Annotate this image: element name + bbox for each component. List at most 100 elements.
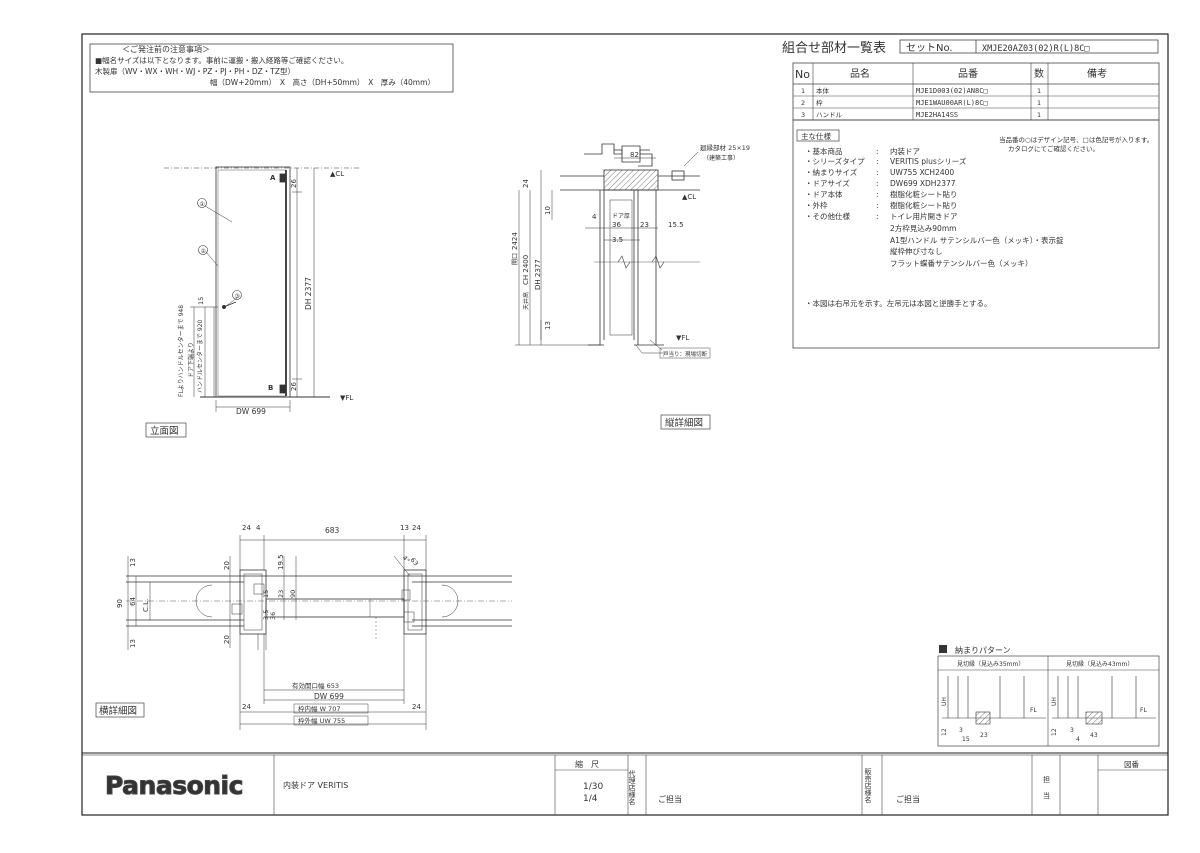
svg-text:FLよりハンドルセンターまで 948: FLよりハンドルセンターまで 948 bbox=[177, 305, 185, 397]
svg-text:24: 24 bbox=[242, 524, 251, 532]
mark-a: A bbox=[270, 174, 276, 182]
svg-text:・基本商品: ・基本商品 bbox=[805, 146, 843, 156]
notes-title: ＜ご発注前の注意事項＞ bbox=[122, 44, 210, 54]
order-notes: ＜ご発注前の注意事項＞ ■幅名サイズは以下となります。事前に運搬・搬入経路等ご確… bbox=[89, 43, 454, 93]
svg-text:23: 23 bbox=[980, 732, 988, 739]
svg-text:3.5: 3.5 bbox=[612, 236, 623, 244]
svg-text:26: 26 bbox=[290, 179, 298, 188]
svg-text:③: ③ bbox=[235, 293, 240, 300]
svg-text:2方枠見込み90mm: 2方枠見込み90mm bbox=[890, 223, 956, 233]
svg-text:DH 2377: DH 2377 bbox=[534, 259, 542, 290]
svg-text::: : bbox=[876, 168, 879, 177]
svg-text:13: 13 bbox=[544, 321, 552, 330]
panasonic-logo: Panasonic bbox=[105, 771, 243, 800]
svg-text:有効開口幅 653: 有効開口幅 653 bbox=[292, 681, 339, 690]
elev-fl: ▼FL bbox=[340, 394, 353, 402]
svg-text:MJE2HA14SS: MJE2HA14SS bbox=[916, 111, 958, 119]
svg-text:VERITIS plusシリーズ: VERITIS plusシリーズ bbox=[890, 156, 967, 166]
svg-text:24: 24 bbox=[412, 524, 421, 532]
col-qty: 数 bbox=[1034, 67, 1044, 80]
sheet-border bbox=[81, 33, 1169, 816]
svg-text:24: 24 bbox=[412, 703, 421, 711]
spec-footnote: ・本図は右吊元を示す。左吊元は本図と逆勝手とする。 bbox=[805, 298, 992, 308]
svg-text:15.5: 15.5 bbox=[668, 221, 684, 229]
spec-header: 主な仕様 bbox=[801, 131, 831, 141]
svg-text:DW699 XDH2377: DW699 XDH2377 bbox=[890, 179, 956, 188]
svg-text::: : bbox=[876, 212, 879, 221]
svg-text:天井高: 天井高 bbox=[522, 292, 530, 310]
svg-text:1: 1 bbox=[801, 87, 805, 95]
svg-text:4: 4 bbox=[256, 524, 261, 532]
vertical-section bbox=[515, 143, 700, 354]
svg-text:20: 20 bbox=[223, 561, 231, 570]
elev-cl: ▲CL bbox=[330, 170, 344, 178]
svg-text::: : bbox=[876, 157, 879, 166]
vertical-labels: 廻縁部材 25×19 （建築工事） 82 24 10 4 ドア厚 36 23 1… bbox=[511, 143, 750, 430]
svg-text:・ドアサイズ: ・ドアサイズ bbox=[805, 178, 850, 188]
set-number: XMJE20AZ03(02)R(L)8C□ bbox=[982, 44, 1089, 54]
svg-text:ドア下端より: ドア下端より bbox=[187, 342, 195, 378]
table-row: 2 枠 MJE1WAU00AR(L)8C□ 1 bbox=[801, 98, 1041, 107]
svg-text:12: 12 bbox=[1051, 728, 1058, 736]
svg-text:24: 24 bbox=[522, 179, 530, 188]
set-label: セットNo. bbox=[906, 42, 953, 54]
svg-text:2424: 2424 bbox=[511, 232, 519, 250]
svg-text:10: 10 bbox=[544, 206, 552, 215]
col-note: 備考 bbox=[1087, 67, 1107, 80]
svg-text:3.5: 3.5 bbox=[262, 610, 270, 620]
charge-label-2: 当 bbox=[1043, 791, 1050, 800]
scale-1: 1/30 bbox=[583, 782, 603, 792]
svg-text:683: 683 bbox=[325, 526, 340, 535]
svg-text:1: 1 bbox=[1037, 111, 1041, 119]
svg-text:A1型ハンドル サテンシルバー色（メッキ）・表示錠: A1型ハンドル サテンシルバー色（メッキ）・表示錠 bbox=[890, 235, 1064, 245]
mark-b: B bbox=[268, 384, 273, 392]
scale-2: 1/4 bbox=[583, 794, 598, 804]
svg-text:4°: 4° bbox=[401, 554, 412, 565]
svg-text:12: 12 bbox=[941, 728, 948, 736]
elevation-labels: A B ① ② ③ DW 699 ▲CL ▼FL DH 2377 26 26 F… bbox=[145, 170, 353, 438]
svg-text:43: 43 bbox=[1090, 732, 1098, 739]
svg-text:C.L.: C.L. bbox=[142, 599, 150, 612]
pattern-title: 納まりパターン bbox=[955, 645, 1011, 655]
elevation-drawing bbox=[164, 166, 360, 412]
svg-text:トイレ用片開きドア: トイレ用片開きドア bbox=[890, 211, 958, 221]
svg-text:本体: 本体 bbox=[816, 86, 830, 95]
horizontal-section bbox=[126, 535, 512, 730]
elev-dh: DH 2377 bbox=[304, 277, 313, 310]
svg-text:1: 1 bbox=[1037, 99, 1041, 107]
svg-text:・シリーズタイプ: ・シリーズタイプ bbox=[805, 156, 865, 166]
col-name: 品名 bbox=[850, 67, 870, 80]
drawing-number-label: 図番 bbox=[1124, 759, 1140, 769]
svg-text:・納まりサイズ: ・納まりサイズ bbox=[805, 167, 858, 177]
svg-text:15: 15 bbox=[262, 590, 270, 598]
svg-text:UH: UH bbox=[941, 697, 948, 706]
parts-title: 組合せ部材一覧表 bbox=[782, 40, 886, 56]
svg-text:・外枠: ・外枠 bbox=[805, 200, 828, 210]
spec-panel: 主な仕様 当品番の○はデザイン記号、□は色記号が入ります。 カタログにてご確認く… bbox=[792, 119, 1160, 349]
scale-label: 縮 尺 bbox=[575, 759, 599, 769]
product-name: 内装ドア VERITIS bbox=[283, 780, 348, 790]
svg-text:枠外幅 UW 755: 枠外幅 UW 755 bbox=[298, 716, 345, 725]
svg-text:4: 4 bbox=[592, 213, 597, 221]
svg-text:・その他仕様: ・その他仕様 bbox=[805, 211, 850, 221]
svg-text:2: 2 bbox=[801, 99, 805, 107]
dealer-value: ご担当 bbox=[896, 794, 920, 804]
svg-text:ハンドル: ハンドル bbox=[816, 111, 843, 119]
svg-text:内装ドア: 内装ドア bbox=[890, 146, 920, 156]
spec-remark-1: 当品番の○はデザイン記号、□は色記号が入ります。 bbox=[999, 135, 1153, 144]
svg-text:FL: FL bbox=[1030, 707, 1037, 714]
svg-text:90: 90 bbox=[289, 590, 297, 598]
svg-text:64: 64 bbox=[129, 597, 137, 606]
pattern-col-1: 見切縁（見込み35mm） bbox=[957, 660, 1024, 668]
svg-text:26: 26 bbox=[290, 382, 298, 391]
spec-remark-2: カタログにてご確認ください。 bbox=[1008, 144, 1099, 153]
svg-text:36: 36 bbox=[269, 612, 277, 620]
svg-text:▲CL: ▲CL bbox=[682, 193, 696, 201]
notes-line1: ■幅名サイズは以下となります。事前に運搬・搬入経路等ご確認ください。 bbox=[95, 55, 348, 65]
svg-text:（建築工事）: （建築工事） bbox=[703, 154, 739, 162]
svg-text::: : bbox=[876, 179, 879, 188]
charge-label-1: 担 bbox=[1043, 775, 1050, 784]
pattern-col-2: 見切縁（見込み43mm） bbox=[1066, 660, 1133, 668]
svg-text::: : bbox=[876, 201, 879, 210]
vertical-caption: 縦詳細図 bbox=[665, 417, 703, 429]
